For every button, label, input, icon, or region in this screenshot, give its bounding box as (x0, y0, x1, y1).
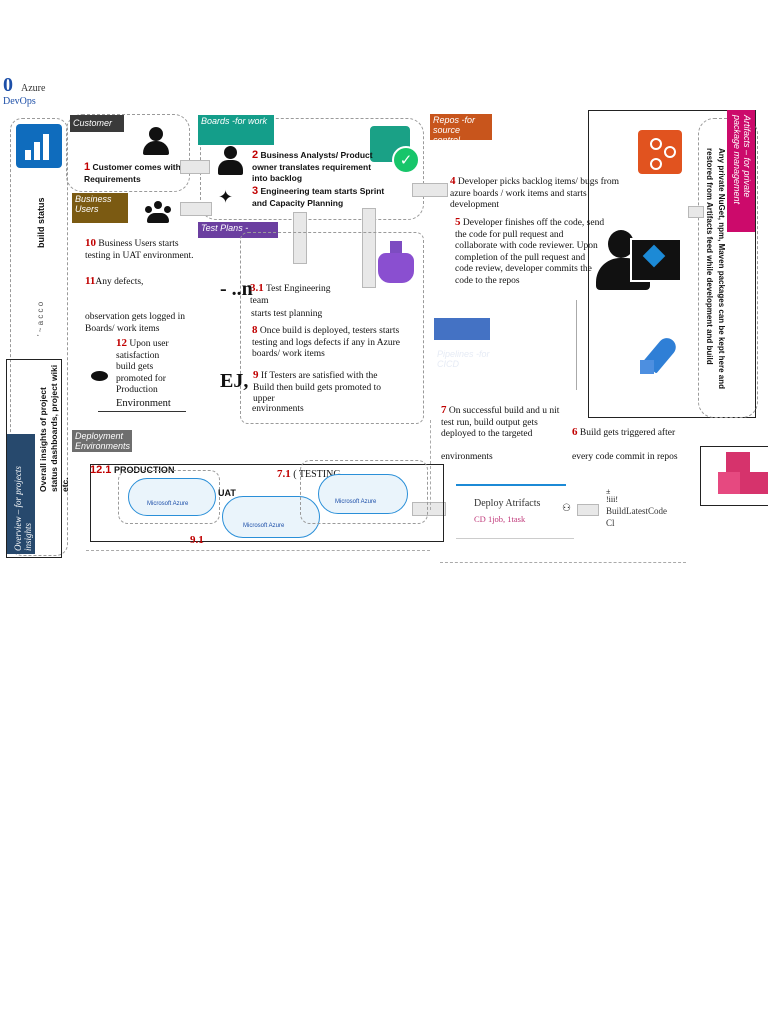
environments-box (90, 464, 444, 542)
step-5: 5 Developer finishes off the code, send … (455, 216, 605, 286)
step-6: 6 Build gets triggered after (572, 426, 676, 438)
step-8: 8 Once build is deployed, testers starts… (252, 324, 401, 359)
step-9-glyph: EJ, (220, 370, 249, 392)
users-group-icon (145, 201, 171, 225)
arrow-down-to-test (293, 212, 307, 264)
logo-glyph: 0 (3, 74, 13, 96)
jobs-label: 1job, 1task (487, 514, 526, 524)
engineer-icon: ✦ (218, 187, 234, 208)
overall-insights-text: Overall insights of project status dashb… (38, 364, 70, 492)
bottom-dash-line (86, 550, 430, 551)
deployment-tag: Deployment Environments (72, 430, 132, 452)
testing-panel (300, 460, 428, 524)
step-7-cont: environments (441, 452, 493, 462)
production-azure-label: Microsoft Azure (147, 501, 189, 507)
repos-box (588, 110, 756, 418)
cd-label: CD (474, 514, 486, 524)
production-panel (118, 470, 220, 524)
step-6-cont: every code commit in repos (572, 452, 678, 462)
overall-box (6, 359, 62, 558)
testing-label: 7.1 ( TESTING (277, 468, 341, 480)
developer-icon (596, 228, 682, 292)
step-11-cont: observation gets logged in Boards/ work … (85, 312, 185, 334)
arrow-to-repos (412, 183, 448, 197)
customer-icon (141, 125, 171, 157)
build-glyph: ± !iii! (606, 487, 618, 504)
testing-azure-label: Microsoft Azure (335, 499, 377, 505)
pipelines-rocket-icon (638, 334, 684, 380)
arrow-up-from-test (362, 208, 376, 288)
boards-tag: Boards -for work (198, 115, 274, 145)
arrow-users-to-boards (180, 202, 212, 216)
arrow-repos-to-artifacts (688, 206, 704, 218)
step-4: 4 Developer picks backlog items/ bugs fr… (450, 175, 620, 210)
step-3: 3 Engineering team starts Sprint and Cap… (252, 185, 385, 208)
ci-label: Cl (606, 518, 615, 528)
build-status-label: build status (36, 197, 46, 248)
divider-line (98, 411, 186, 412)
step-1: 1 Customer comes with Requirements (84, 161, 181, 184)
dashboard-icon (16, 124, 62, 168)
step-12: 12 Upon user satisfaction build gets pro… (116, 337, 169, 395)
test-flask-icon (376, 241, 416, 283)
left-panel-border (10, 118, 68, 556)
analyst-icon (218, 146, 244, 176)
arrow-deploy-to-env (412, 502, 446, 516)
devops-label: DevOps (3, 96, 36, 107)
bullet-dot (91, 371, 108, 381)
step-2: 2 Business Analysts/ Product owner trans… (252, 149, 373, 183)
step-11: 11Any defects, (85, 275, 144, 287)
user-glyph-icon: ⚇ (562, 503, 571, 514)
artifacts-tag: Artifacts – for private package manageme… (727, 110, 755, 232)
pipelines-tag: Pipelines -for CICD (434, 318, 490, 369)
artifacts-package-icon (718, 450, 768, 500)
uat-label: UAT (218, 488, 236, 498)
boards-panel (66, 114, 190, 192)
azure-label: Azure (21, 83, 46, 94)
business-users-tag: Business Users (72, 193, 128, 223)
build-latest-code-card[interactable]: ± !iii! BuildLatestCode Cl (600, 488, 680, 532)
step-9: 9 If Testers are satisfied with the Buil… (253, 369, 381, 404)
repos-tag: Repos -for source control (430, 114, 492, 145)
overview-tag: Overview – for projects insights (7, 434, 35, 554)
connector-dash-2 (576, 300, 581, 390)
deploy-artifacts-card[interactable]: Deploy Atrifacts CD 1job, 1task (456, 484, 576, 540)
artifacts-box (700, 446, 768, 506)
uat-azure-label: Microsoft Azure (243, 523, 285, 529)
production-cloud: Microsoft Azure (128, 478, 216, 516)
step-31-glyph: - ..n (220, 278, 253, 300)
artifacts-note: Any private NuGet, npm, Maven packages c… (705, 148, 726, 389)
devops-logo: 0 Azure (3, 74, 45, 97)
test-plans-tag: Test Plans - (198, 222, 278, 238)
customer-tag: Customer (70, 115, 124, 132)
stray-glyphs: ' ~ a c c o (36, 301, 45, 336)
step-7: 7 On successful build and u nit test run… (441, 404, 560, 439)
build-title: BuildLatestCode (606, 506, 667, 516)
git-repo-icon (638, 130, 682, 174)
step-3-1: 3.1 Test Engineering team (250, 282, 331, 306)
step-3-1-cont: starts test planning (251, 309, 323, 319)
step-12-cont: Environment (116, 398, 171, 409)
overview-label: Overview – for projects insights (13, 466, 33, 551)
connector-dash (430, 420, 435, 510)
bottom-dash-line-right (440, 562, 686, 563)
testing-cloud: Microsoft Azure (318, 474, 408, 514)
boards-app-icon: ✓ (370, 126, 420, 174)
arrow-customer-to-ba (180, 160, 210, 174)
test-panel (240, 232, 424, 424)
step-9-cont: environments (252, 404, 304, 414)
arrow-build-to-deploy (577, 504, 599, 516)
deploy-artifacts-title: Deploy Atrifacts (474, 498, 541, 509)
uat-step-num: 9.1 (190, 534, 204, 546)
step-10: 10 Business Users starts testing in UAT … (85, 237, 194, 261)
